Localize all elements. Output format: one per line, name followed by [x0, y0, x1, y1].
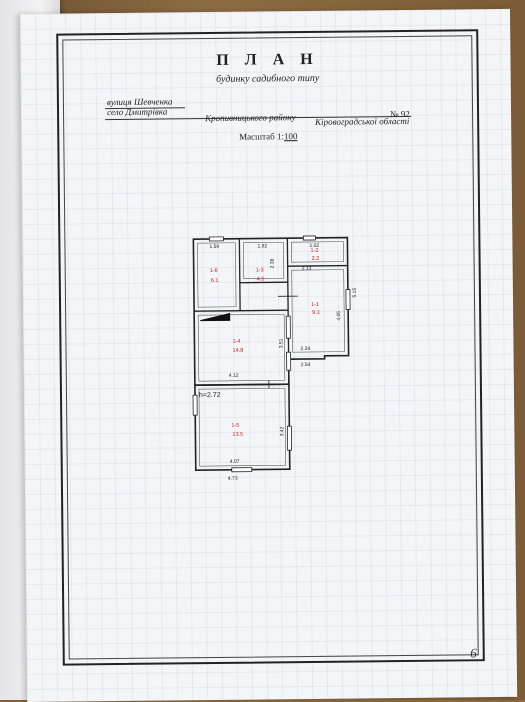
room-area: 2.2	[312, 256, 320, 262]
dimension: 1.02	[309, 243, 319, 249]
room-id: 1-4	[232, 339, 240, 345]
room-id: 1-5	[231, 423, 239, 429]
dimension: 2.24	[300, 346, 310, 352]
dimension: 2.54	[301, 362, 311, 368]
room-area: 9.1	[312, 310, 320, 316]
room-area: 4.5	[257, 276, 265, 282]
address-street: вулиця Шевченка	[107, 96, 173, 107]
address-village: село Дмитрівка	[107, 106, 167, 117]
wall-v1	[239, 239, 240, 311]
dimension: 5.15	[352, 288, 358, 298]
wall-h1	[194, 310, 288, 311]
dimension: 2.13	[302, 266, 312, 272]
stove-symbol	[200, 313, 230, 321]
drawing-frame: П Л А Н будинку садибного типу вулиця Ше…	[56, 29, 485, 665]
room-id: 1-1	[311, 302, 319, 308]
room-area: 6.1	[211, 278, 219, 284]
dimension: 1.92	[257, 243, 267, 249]
dimension: 3.42	[279, 426, 285, 436]
room-id: 1-3	[256, 267, 264, 273]
document-page: П Л А Н будинку садибного типу вулиця Ше…	[20, 9, 517, 702]
dimension: 3.51	[278, 338, 284, 348]
ceiling-height: h=2.72	[199, 392, 221, 399]
page-number: 6	[470, 645, 477, 661]
dimension: 4.12	[229, 373, 239, 379]
dimension: 4.07	[230, 459, 240, 465]
dimension: 4.05	[336, 311, 342, 321]
house-number: № 92	[390, 109, 410, 119]
room-id: 1-6	[210, 268, 218, 274]
scale-label-text: Масштаб 1:	[239, 131, 284, 141]
dimension: 2.38	[270, 258, 276, 268]
floor-plan: 1-6 6.1 1-3 4.5 1-2 2.2 1-1 9.1 1-4 14.8…	[173, 225, 366, 487]
scale-value: 100	[284, 131, 298, 141]
dimension: 4.73	[228, 476, 238, 482]
room-area: 14.8	[233, 348, 244, 354]
wall-h3	[288, 266, 348, 267]
dimension: 1.59	[209, 244, 219, 250]
room-area: 13.5	[232, 432, 243, 438]
room-labels: 1-6 6.1 1-3 4.5 1-2 2.2 1-1 9.1 1-4 14.8…	[209, 248, 321, 438]
